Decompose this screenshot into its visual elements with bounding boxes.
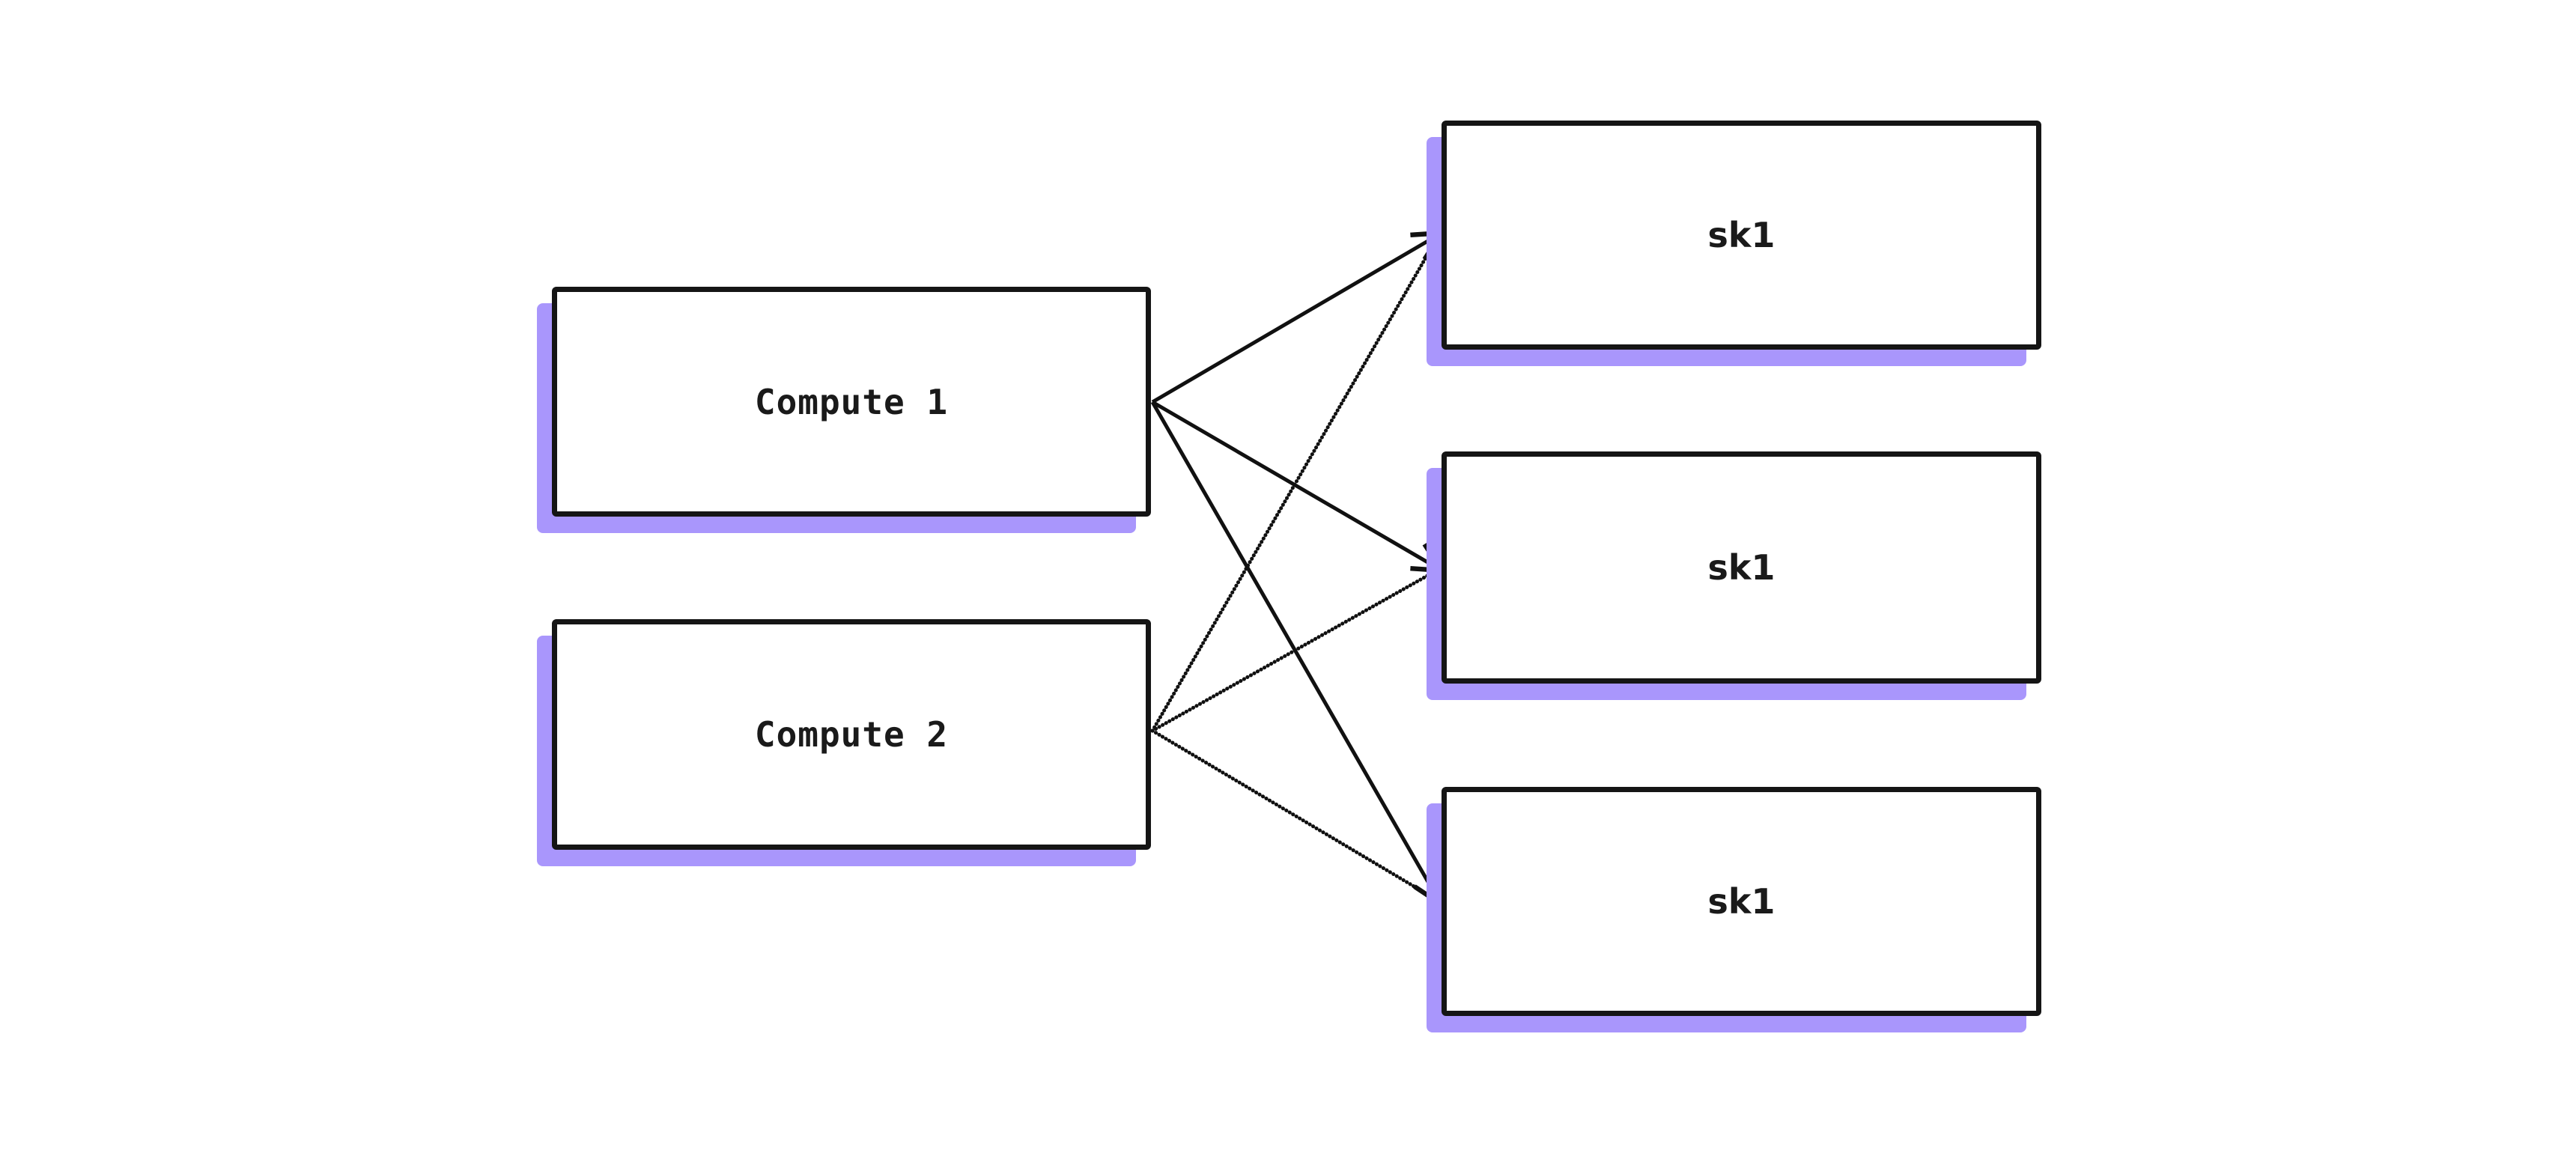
node-sk1-top[interactable]: sk1 bbox=[1427, 121, 2041, 366]
edge-compute-2-to-sk1-top bbox=[1150, 232, 1442, 733]
node-label: sk1 bbox=[1707, 547, 1775, 588]
node-label: Compute 2 bbox=[754, 714, 949, 755]
node-box[interactable]: Compute 1 bbox=[552, 287, 1151, 517]
edge-compute-2-to-sk1-middle bbox=[1150, 567, 1442, 733]
node-label: Compute 1 bbox=[754, 381, 949, 422]
node-box[interactable]: sk1 bbox=[1442, 451, 2041, 684]
node-box[interactable]: sk1 bbox=[1442, 121, 2041, 350]
node-compute-1[interactable]: Compute 1 bbox=[537, 287, 1151, 533]
node-compute-2[interactable]: Compute 2 bbox=[537, 619, 1151, 866]
node-sk1-bottom[interactable]: sk1 bbox=[1427, 787, 2041, 1032]
node-box[interactable]: Compute 2 bbox=[552, 619, 1151, 850]
edge-compute-2-to-sk1-bottom bbox=[1150, 728, 1442, 904]
node-label: sk1 bbox=[1707, 881, 1775, 922]
edge-compute-1-to-sk1-top bbox=[1151, 234, 1439, 404]
edge-compute-1-to-sk1-bottom bbox=[1150, 401, 1439, 901]
edge-compute-1-to-sk1-middle bbox=[1151, 400, 1439, 569]
node-sk1-middle[interactable]: sk1 bbox=[1427, 451, 2041, 700]
node-label: sk1 bbox=[1707, 215, 1775, 255]
node-box[interactable]: sk1 bbox=[1442, 787, 2041, 1016]
